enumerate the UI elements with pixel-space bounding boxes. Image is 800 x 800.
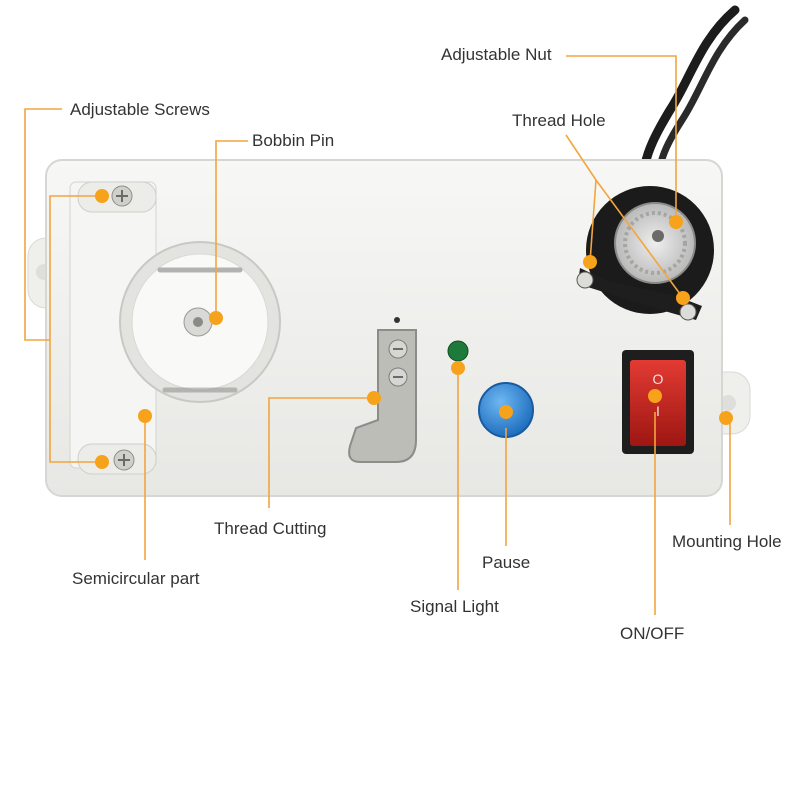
switch-mark-bottom: I bbox=[656, 403, 660, 419]
label-pause: Pause bbox=[482, 553, 531, 572]
label-adjustable-nut: Adjustable Nut bbox=[441, 45, 552, 64]
marker-thread-hole-right bbox=[676, 291, 690, 305]
marker-screw-bottom bbox=[95, 455, 109, 469]
power-cord-2 bbox=[656, 16, 749, 172]
switch-mark-top: O bbox=[653, 371, 664, 387]
label-thread-hole: Thread Hole bbox=[512, 111, 606, 130]
adjustable-nut-center bbox=[652, 230, 664, 242]
marker-bobbin-pin bbox=[209, 311, 223, 325]
marker-screw-top bbox=[95, 189, 109, 203]
label-bobbin-pin: Bobbin Pin bbox=[252, 131, 335, 150]
marker-semicircular bbox=[138, 409, 152, 423]
tension-assembly-base bbox=[578, 268, 702, 320]
small-hole bbox=[394, 317, 400, 323]
bobbin-pin-center bbox=[193, 317, 203, 327]
label-mounting-hole: Mounting Hole bbox=[672, 532, 782, 551]
label-semicircular-part: Semicircular part bbox=[72, 569, 200, 588]
marker-pause bbox=[499, 405, 513, 419]
leader-lines bbox=[24, 55, 731, 615]
marker-signal-light bbox=[451, 361, 465, 375]
signal-light bbox=[447, 340, 469, 362]
adjustable-nut-ridge bbox=[623, 211, 687, 275]
marker-adjustable-nut bbox=[669, 215, 683, 229]
marker-thread-cutting bbox=[367, 391, 381, 405]
label-signal-light: Signal Light bbox=[410, 597, 499, 616]
power-cord bbox=[640, 5, 740, 170]
right-mounting-hole bbox=[720, 395, 736, 411]
screw-top-slot bbox=[116, 190, 128, 202]
label-thread-cutting: Thread Cutting bbox=[214, 519, 327, 538]
marker-on-off bbox=[648, 389, 662, 403]
thread-hole-right bbox=[679, 303, 697, 321]
thread-hole-left bbox=[576, 271, 594, 289]
marker-dots bbox=[95, 189, 733, 469]
label-on-off: ON/OFF bbox=[620, 624, 685, 643]
thread-cutting-plate bbox=[348, 329, 417, 463]
on-off-switch[interactable] bbox=[630, 360, 686, 446]
marker-thread-hole-left bbox=[583, 255, 597, 269]
label-adjustable-screws: Adjustable Screws bbox=[70, 100, 210, 119]
screw-bottom-slot bbox=[118, 454, 130, 466]
marker-mounting-hole bbox=[719, 411, 733, 425]
